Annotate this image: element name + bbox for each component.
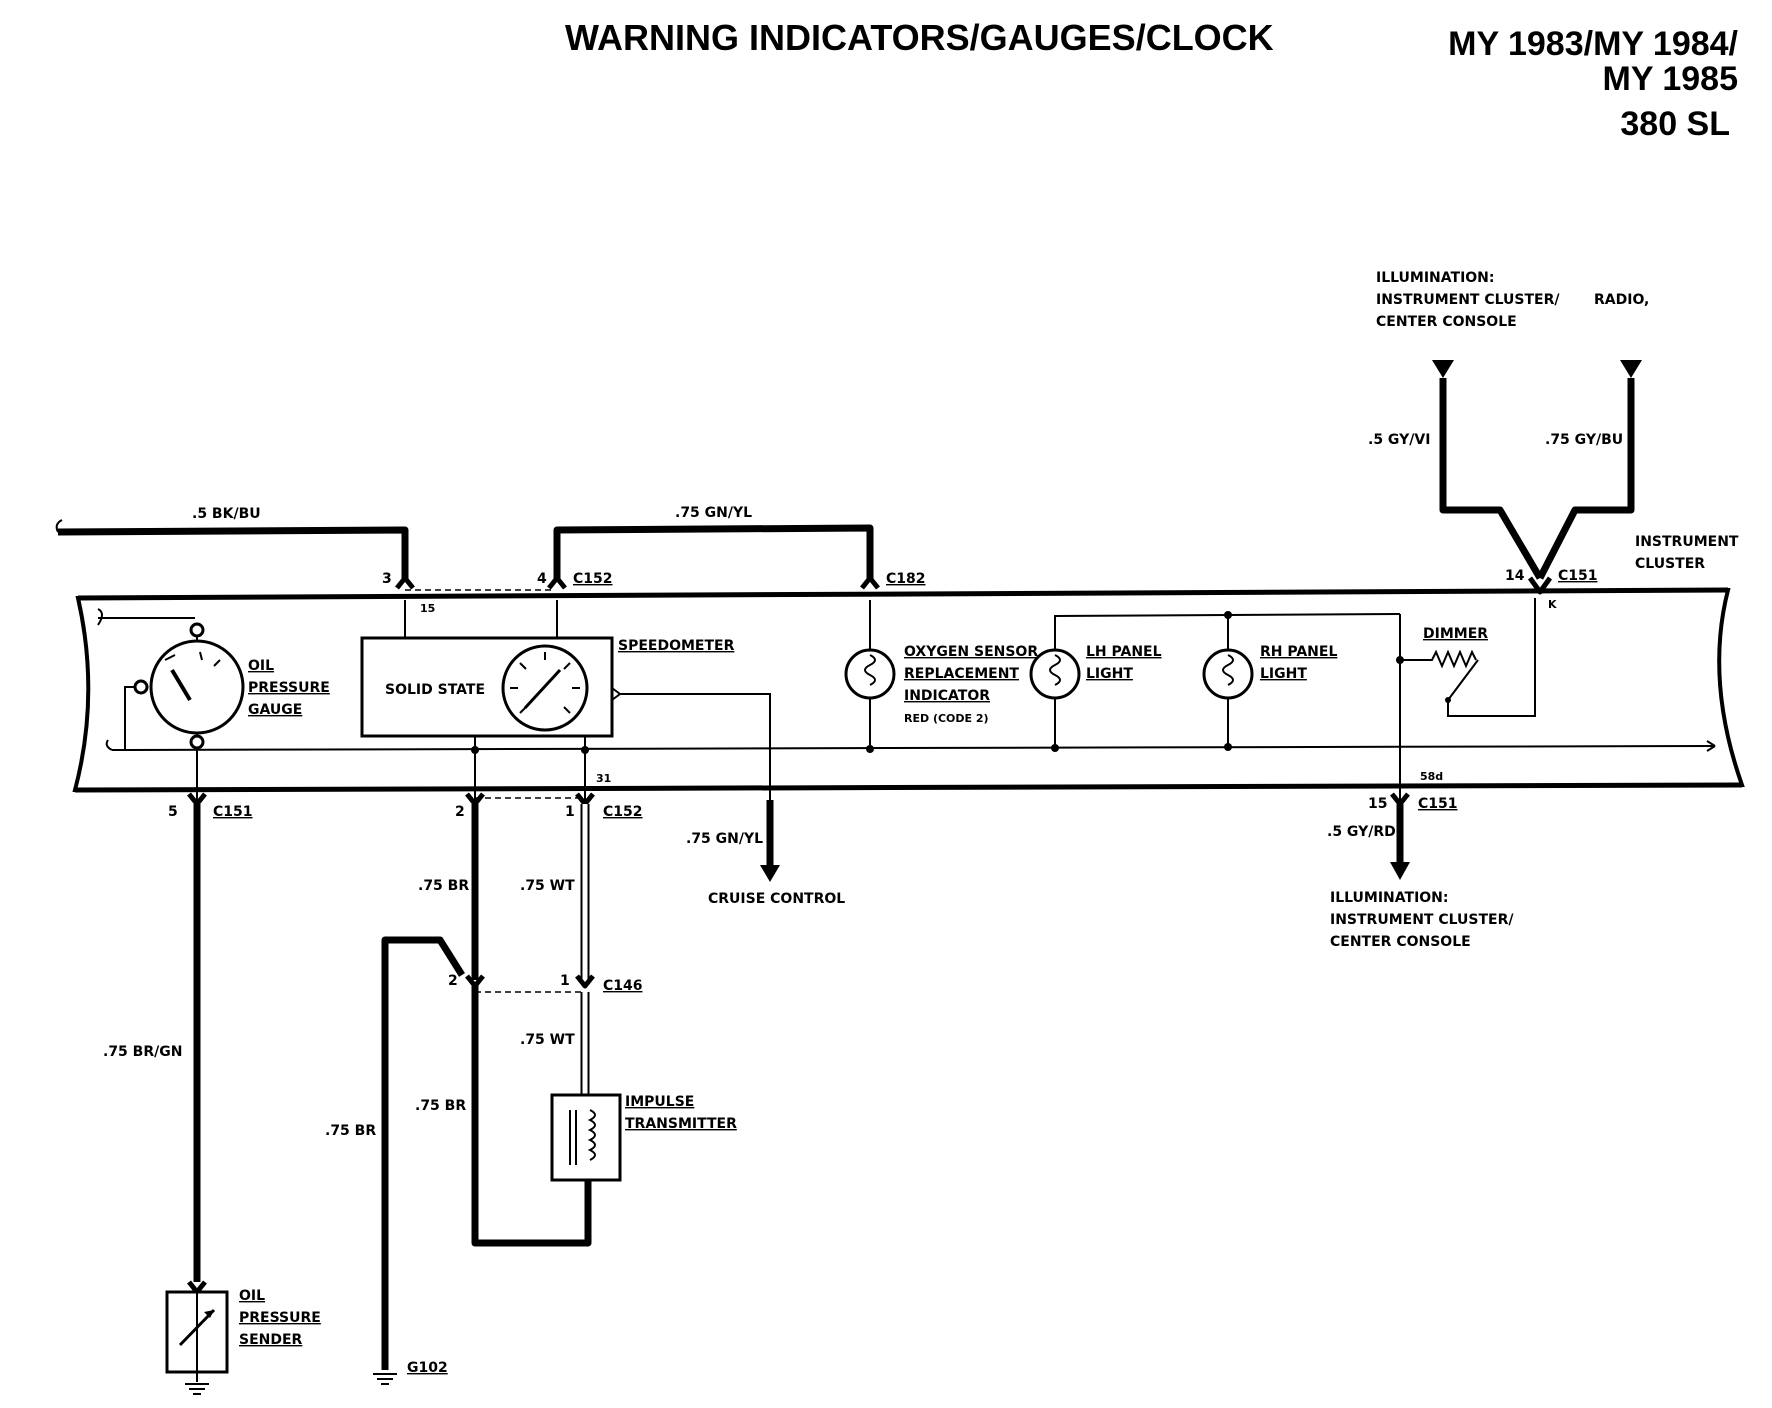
wire-label-gn-yl-cruise: .75 GN/YL xyxy=(686,831,763,847)
connector-c151-right: C151 xyxy=(1418,796,1458,812)
rh-panel-light xyxy=(1202,611,1254,751)
dimmer-label: DIMMER xyxy=(1423,626,1488,642)
pin-2: 2 xyxy=(455,804,465,820)
lh-panel-light-label-1: LH PANEL xyxy=(1086,644,1162,660)
connector-c152-top: C152 xyxy=(573,571,613,587)
model-years-line1: MY 1983/MY 1984/ xyxy=(1448,25,1738,63)
connector-14 xyxy=(1527,576,1553,595)
oil-pressure-sender-label-2: PRESSURE xyxy=(239,1310,321,1326)
illum-bottom-label-1: ILLUMINATION: xyxy=(1330,890,1449,906)
oxygen-sensor-label-2: REPLACEMENT xyxy=(904,666,1019,682)
wire-label-wt-1: .75 WT xyxy=(520,878,575,894)
impulse-transmitter-label-1: IMPULSE xyxy=(625,1094,694,1110)
gy-rd-arrow xyxy=(1390,862,1410,880)
lh-panel-light xyxy=(1029,613,1401,752)
pin-1: 1 xyxy=(565,804,575,820)
wire-label-gn-yl-top: .75 GN/YL xyxy=(675,505,752,521)
wire-label-wt-2: .75 WT xyxy=(520,1032,575,1048)
oil-pressure-gauge-label-2: PRESSURE xyxy=(248,680,330,696)
lh-panel-light-label-2: LIGHT xyxy=(1086,666,1133,682)
wire-gy-bu xyxy=(1536,378,1635,580)
wire-label-br-1: .75 BR xyxy=(418,878,469,894)
wire-br-loop xyxy=(471,986,592,1247)
oxygen-sensor-note: RED (CODE 2) xyxy=(904,712,989,725)
impulse-transmitter-label-2: TRANSMITTER xyxy=(625,1116,737,1132)
pin-4: 4 xyxy=(537,571,547,587)
pin-15b: 15 xyxy=(1368,796,1387,812)
dimmer xyxy=(1396,598,1536,770)
connector-3 xyxy=(395,575,415,590)
radio-label: RADIO, xyxy=(1594,292,1649,308)
illum-cluster-arrow xyxy=(1432,360,1454,378)
model-years-line2: MY 1985 xyxy=(1603,60,1738,98)
connector-c146-1 xyxy=(575,974,595,989)
solid-state-label: SOLID STATE xyxy=(385,682,485,698)
ground-label: G102 xyxy=(407,1360,448,1376)
illum-top-label-2: INSTRUMENT CLUSTER/ xyxy=(1376,292,1560,308)
ground-g102 xyxy=(373,1373,397,1385)
speedometer-label: SPEEDOMETER xyxy=(618,638,735,654)
instrument-cluster-outline xyxy=(72,587,1745,793)
pin-2b: 2 xyxy=(448,973,458,989)
oil-pressure-gauge xyxy=(124,622,245,750)
wire-label-bk-bu: .5 BK/BU xyxy=(192,506,261,522)
illum-top-label-1: ILLUMINATION: xyxy=(1376,270,1495,286)
connector-c151-left: C151 xyxy=(213,804,253,820)
radio-arrow xyxy=(1620,360,1642,378)
oil-pressure-sender xyxy=(165,1280,229,1395)
oxygen-sensor-label-3: INDICATOR xyxy=(904,688,990,704)
oil-pressure-gauge-label-3: GAUGE xyxy=(248,702,302,718)
illum-bottom-label-3: CENTER CONSOLE xyxy=(1330,934,1471,950)
wire-label-br-3: .75 BR xyxy=(325,1123,376,1139)
connector-c151-top: C151 xyxy=(1558,568,1598,584)
wire-gy-vi xyxy=(1439,378,1544,580)
rh-panel-light-label-2: LIGHT xyxy=(1260,666,1307,682)
illum-bottom-label-2: INSTRUMENT CLUSTER/ xyxy=(1330,912,1514,928)
wire-label-gy-bu: .75 GY/BU xyxy=(1545,432,1623,448)
wire-gn-yl-top xyxy=(553,524,874,580)
wire-label-br-gn: .75 BR/GN xyxy=(103,1044,182,1060)
model-name: 380 SL xyxy=(1620,105,1730,143)
oxygen-sensor-label-1: OXYGEN SENSOR xyxy=(904,644,1038,660)
oil-pressure-sender-label-1: OIL xyxy=(239,1288,265,1304)
connector-c182-arrow xyxy=(860,575,880,590)
internal-ground-bus xyxy=(97,608,1716,752)
pin-15: 15 xyxy=(420,602,435,615)
speedometer xyxy=(360,600,771,880)
wire-label-gy-vi: .5 GY/VI xyxy=(1368,432,1430,448)
diagram-title: WARNING INDICATORS/GAUGES/CLOCK xyxy=(565,17,1274,58)
instrument-cluster-label-2: CLUSTER xyxy=(1635,556,1705,572)
cruise-arrow xyxy=(760,865,780,882)
pin-1b: 1 xyxy=(560,973,570,989)
pin-14: 14 xyxy=(1505,568,1525,584)
wire-label-gy-rd: .5 GY/RD xyxy=(1327,824,1396,840)
connector-c146: C146 xyxy=(603,978,643,994)
cruise-control-label: CRUISE CONTROL xyxy=(708,891,845,907)
pin-31: 31 xyxy=(596,772,611,785)
instrument-cluster-label: INSTRUMENT xyxy=(1635,534,1739,550)
wire-bk-bu xyxy=(55,519,409,580)
connector-c182: C182 xyxy=(886,571,926,587)
oil-pressure-gauge-label-1: OIL xyxy=(248,658,274,674)
oil-pressure-sender-label-3: SENDER xyxy=(239,1332,303,1348)
rh-panel-light-label-1: RH PANEL xyxy=(1260,644,1337,660)
wire-br-ground xyxy=(381,936,465,1370)
pin-5: 5 xyxy=(168,804,178,820)
pin-3: 3 xyxy=(382,571,392,587)
connector-c152-bottom: C152 xyxy=(603,804,643,820)
connector-4 xyxy=(547,575,567,590)
illum-top-label-3: CENTER CONSOLE xyxy=(1376,314,1517,330)
pin-k: K xyxy=(1548,598,1557,611)
oxygen-sensor-indicator xyxy=(844,600,896,753)
pin-58d: 58d xyxy=(1420,770,1443,783)
wire-label-br-2: .75 BR xyxy=(415,1098,466,1114)
impulse-transmitter xyxy=(550,1093,622,1182)
